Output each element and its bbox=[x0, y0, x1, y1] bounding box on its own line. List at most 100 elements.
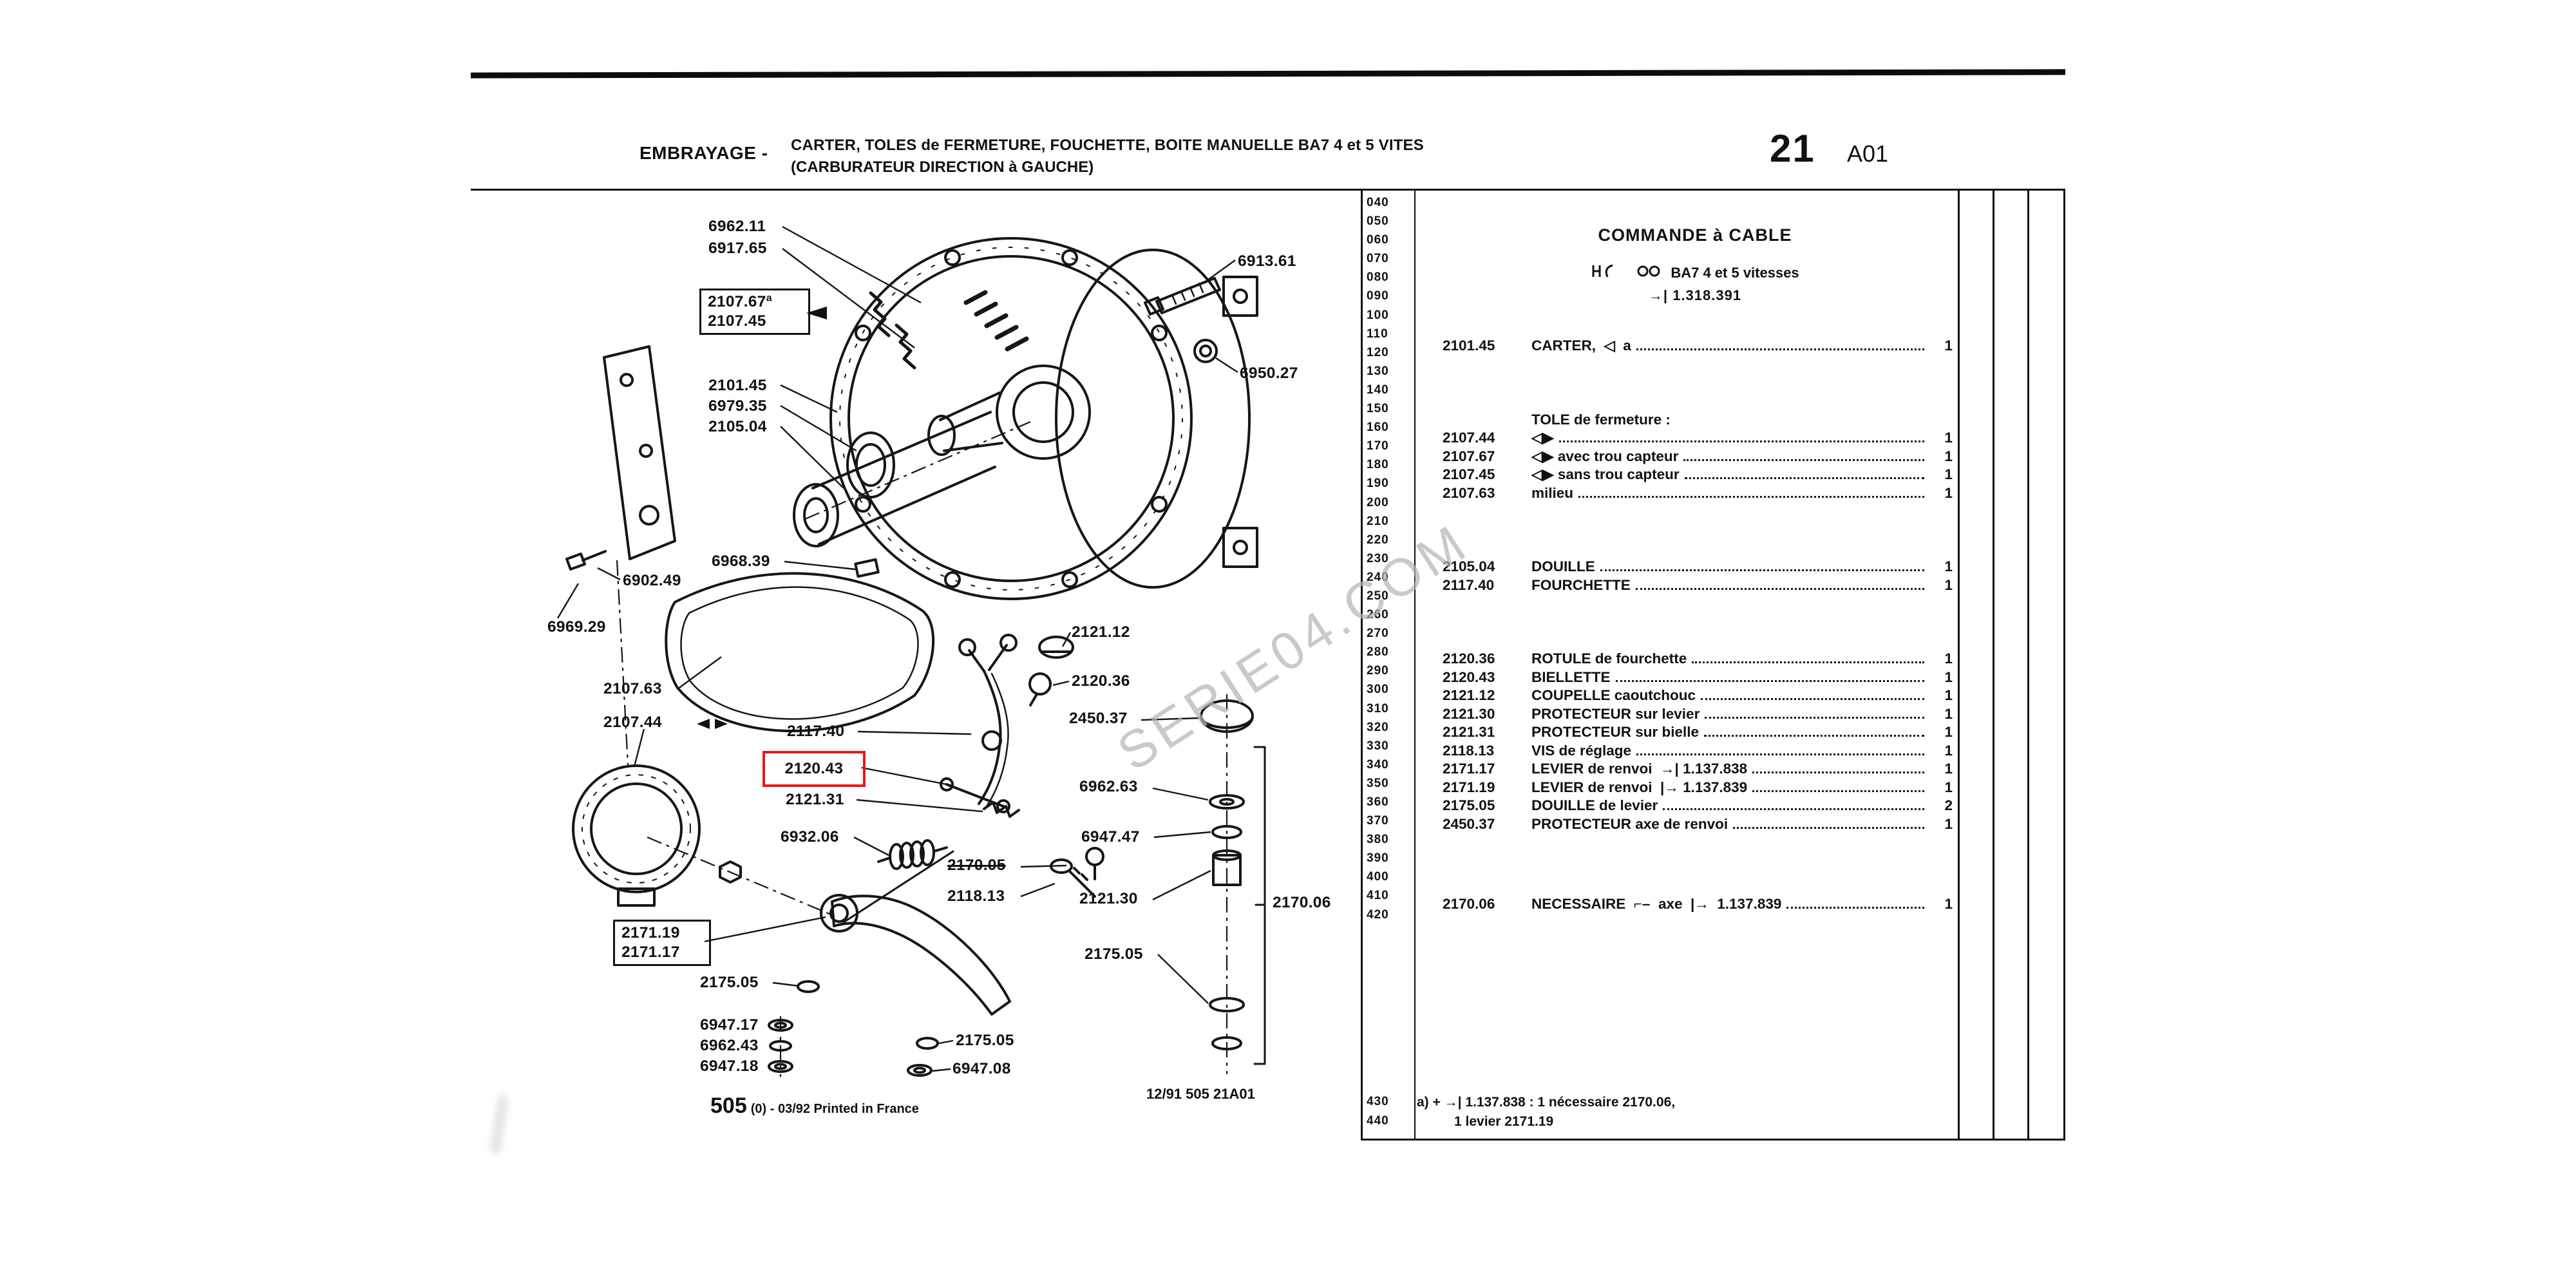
page-code: A01 bbox=[1847, 140, 1889, 167]
footnote-line-2: 1 levier 2171.19 bbox=[1454, 1114, 1554, 1129]
part-ref: 2120.36 bbox=[1443, 650, 1495, 667]
page-number: 21 bbox=[1770, 127, 1815, 170]
part-qty: 1 bbox=[1944, 896, 1953, 912]
index-number: 310 bbox=[1367, 701, 1389, 715]
part-qty: 1 bbox=[1944, 742, 1953, 759]
part-qty: 1 bbox=[1944, 650, 1953, 667]
part-label: milieu bbox=[1531, 484, 1574, 501]
index-number: 130 bbox=[1367, 364, 1389, 378]
part-label-6917-65: 6917.65 bbox=[708, 240, 767, 257]
panel-left-border bbox=[1361, 191, 1363, 1140]
part-row: 2107.44◁▶1 bbox=[1443, 430, 1953, 448]
part-ref: 2107.67 bbox=[1443, 448, 1495, 464]
part-ref: 2117.40 bbox=[1443, 576, 1495, 593]
part-label-2120-36: 2120.36 bbox=[1072, 672, 1130, 690]
part-label-2107-67: 2107.67ª bbox=[708, 293, 773, 310]
part-label: ROTULE de fourchette bbox=[1531, 650, 1687, 667]
dotted-leader bbox=[1558, 440, 1924, 442]
part-label: ◁▶ avec trou capteur bbox=[1531, 448, 1679, 464]
part-qty: 1 bbox=[1944, 430, 1953, 446]
part-row: 2107.63 milieu 1 bbox=[1443, 485, 1953, 504]
dotted-leader bbox=[1701, 698, 1924, 700]
part-label: LEVIER de renvoi →| 1.137.838 bbox=[1531, 761, 1748, 777]
part-label-2450-37: 2450.37 bbox=[1069, 710, 1128, 727]
dotted-leader bbox=[1636, 348, 1924, 350]
dotted-leader bbox=[1683, 459, 1924, 461]
part-ref: 2105.04 bbox=[1443, 558, 1495, 574]
part-qty: 1 bbox=[1944, 337, 1953, 354]
part-ref: 2118.13 bbox=[1443, 742, 1495, 759]
assembly-ref: →| 1.318.391 bbox=[1648, 287, 1742, 303]
part-label: LEVIER de renvoi |→ 1.137.839 bbox=[1531, 779, 1748, 795]
dotted-leader bbox=[1578, 495, 1924, 498]
part-label-6968-39: 6968.39 bbox=[712, 553, 770, 570]
part-label-2117-40: 2117.40 bbox=[787, 723, 845, 740]
part-label-2107-44: 2107.44 bbox=[603, 714, 662, 731]
part-label: COUPELLE caoutchouc bbox=[1531, 687, 1696, 703]
part-row: 2120.36 ROTULE de fourchette 1 bbox=[1443, 650, 1953, 669]
part-qty: 1 bbox=[1944, 724, 1953, 740]
part-label-6947-17: 6947.17 bbox=[700, 1016, 759, 1034]
part-qty: 2 bbox=[1944, 797, 1953, 813]
header-divider bbox=[471, 189, 2065, 191]
part-label-6969-29: 6969.29 bbox=[547, 618, 606, 636]
dotted-leader bbox=[1704, 735, 1924, 737]
index-number: 390 bbox=[1367, 851, 1389, 866]
part-label: TOLE de fermeture : bbox=[1531, 411, 1671, 428]
part-ref: 2101.45 bbox=[1443, 337, 1495, 354]
dotted-leader bbox=[1663, 808, 1924, 810]
qty-column-line-1 bbox=[1958, 191, 1960, 1140]
part-label-2118-13: 2118.13 bbox=[947, 887, 1005, 905]
index-number: 050 bbox=[1367, 214, 1389, 229]
part-ref: 2170.06 bbox=[1443, 896, 1495, 912]
dotted-leader bbox=[1752, 790, 1924, 792]
part-ref: 2120.43 bbox=[1443, 668, 1495, 685]
part-qty: 1 bbox=[1944, 779, 1953, 795]
part-ref: 2121.30 bbox=[1443, 705, 1495, 722]
part-ref: 2107.44 bbox=[1443, 430, 1495, 446]
page-subtitle: (CARBURATEUR DIRECTION à GAUCHE) bbox=[791, 158, 1094, 176]
part-label-2175-05-right: 2175.05 bbox=[1084, 945, 1143, 963]
part-ref: 2107.45 bbox=[1443, 466, 1495, 482]
print-info: (0) - 03/92 Printed in France bbox=[750, 1102, 919, 1116]
part-row: TOLE de fermeture : bbox=[1443, 412, 1953, 430]
index-number: 240 bbox=[1367, 570, 1389, 584]
part-ref: 2107.63 bbox=[1443, 484, 1495, 501]
index-number: 340 bbox=[1367, 757, 1389, 772]
index-number: 400 bbox=[1367, 870, 1389, 884]
parts-panel-title: COMMANDE à CABLE bbox=[1598, 225, 1792, 245]
section-title: EMBRAYAGE - bbox=[639, 143, 768, 163]
part-label-2105-04: 2105.04 bbox=[708, 418, 767, 435]
part-label-6979-35: 6979.35 bbox=[708, 397, 767, 415]
part-qty: 1 bbox=[1944, 484, 1953, 501]
print-footer: 505(0) - 03/92 Printed in France bbox=[710, 1094, 919, 1119]
index-number: 070 bbox=[1367, 252, 1389, 266]
rings-icon bbox=[1636, 264, 1662, 282]
part-label: DOUILLE de levier bbox=[1531, 797, 1658, 813]
index-number: 210 bbox=[1367, 514, 1389, 528]
dotted-leader bbox=[1705, 716, 1924, 719]
index-number: 100 bbox=[1367, 308, 1389, 322]
part-label-6947-18: 6947.18 bbox=[700, 1057, 759, 1075]
index-number: 220 bbox=[1367, 533, 1389, 547]
part-label-2170-05: 2170.05 bbox=[947, 857, 1006, 874]
part-ref: 2450.37 bbox=[1443, 815, 1495, 832]
index-number: 320 bbox=[1367, 720, 1389, 734]
index-footer-440: 440 bbox=[1367, 1114, 1389, 1128]
index-separator bbox=[1414, 191, 1416, 1140]
index-number: 290 bbox=[1367, 664, 1389, 678]
index-number: 060 bbox=[1367, 233, 1389, 247]
part-qty: 1 bbox=[1944, 668, 1953, 685]
part-label-2121-30: 2121.30 bbox=[1079, 890, 1138, 907]
index-number: 080 bbox=[1367, 270, 1389, 285]
index-number: 330 bbox=[1367, 739, 1389, 753]
